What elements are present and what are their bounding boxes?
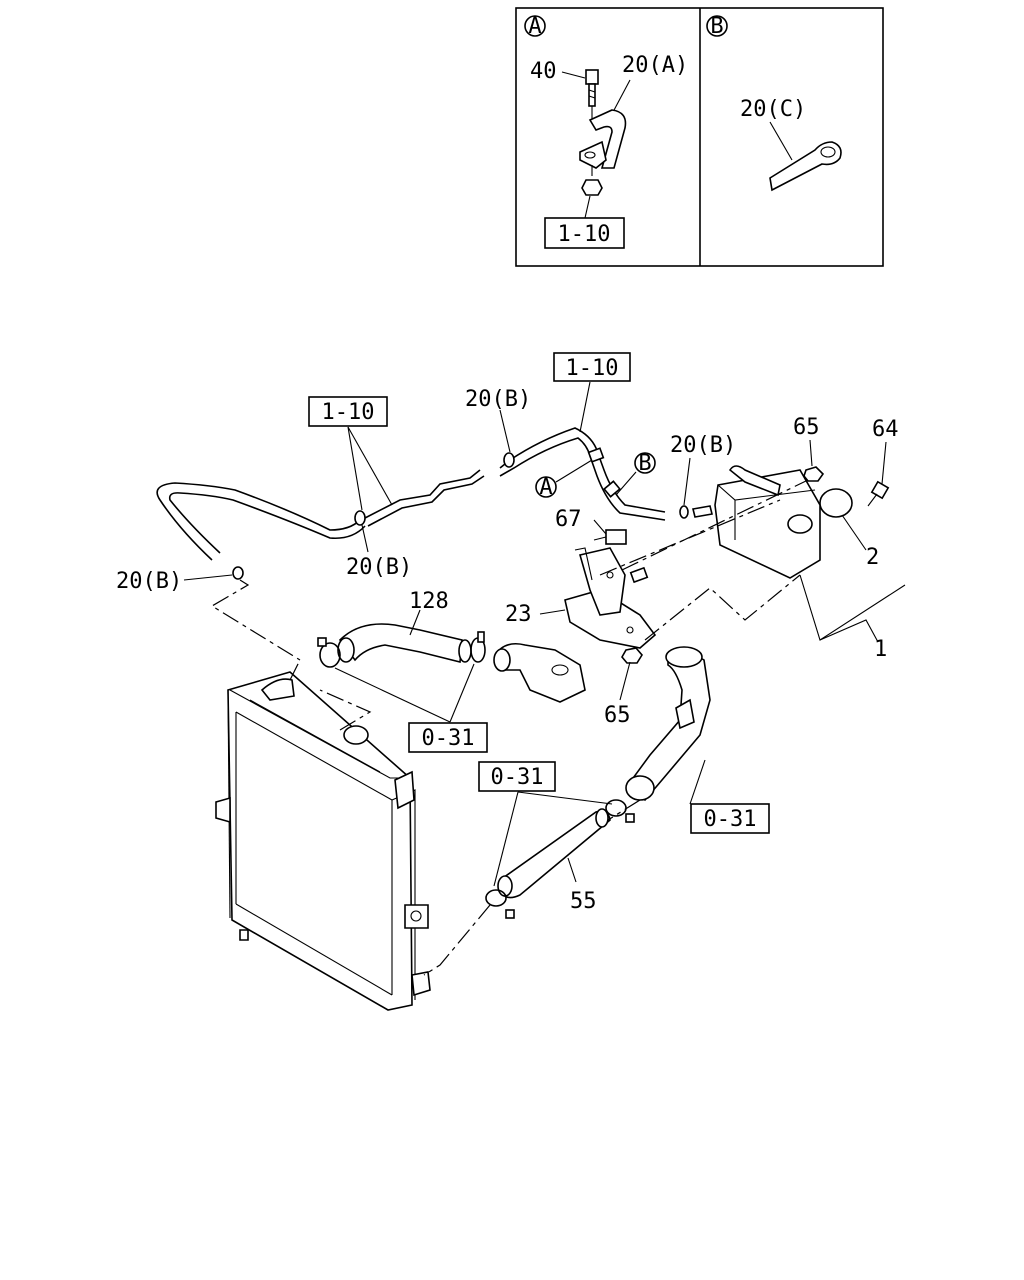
reservoir-cap bbox=[819, 488, 853, 518]
lower-hose-55 bbox=[485, 799, 635, 919]
ref-box-1-10-top bbox=[553, 352, 631, 382]
label-20b-mid: 20(B) bbox=[670, 433, 736, 458]
inset-b-label-20c: 20(C) bbox=[740, 97, 806, 122]
radiator bbox=[215, 671, 431, 1011]
bolt-64 bbox=[867, 480, 890, 507]
nut-icon bbox=[581, 179, 603, 196]
callout-labels: 1-10 1-10 0-31 0-31 0-31 20(B) 20(B) 20(… bbox=[116, 352, 899, 914]
label-20b-left: 20(B) bbox=[116, 569, 182, 594]
label-128: 128 bbox=[409, 589, 449, 614]
thermostat-housing bbox=[493, 642, 586, 703]
ref-1-10-top: 1-10 bbox=[566, 356, 619, 381]
upper-hose-lines bbox=[156, 427, 713, 580]
inset-a-marker: A bbox=[528, 14, 541, 39]
clip-20a bbox=[579, 109, 627, 169]
upper-radiator-hose-128 bbox=[317, 623, 486, 668]
marker-b-circle bbox=[634, 452, 656, 474]
inset-a-label-20a: 20(A) bbox=[622, 53, 688, 78]
inset-b-marker-circle bbox=[706, 15, 728, 37]
label-1: 1 bbox=[874, 637, 887, 662]
inset-a: A 40 20(A) 1-10 bbox=[524, 14, 688, 249]
label-64: 64 bbox=[872, 417, 899, 442]
label-20b-center: 20(B) bbox=[346, 555, 412, 580]
ref-0-31-lower: 0-31 bbox=[491, 765, 544, 790]
bolt-40 bbox=[585, 69, 599, 107]
ref-0-31-center: 0-31 bbox=[422, 726, 475, 751]
bolt-67 bbox=[605, 529, 627, 545]
inset-a-marker-circle bbox=[524, 15, 546, 37]
ref-box-0-31-center bbox=[408, 722, 488, 753]
lower-pipe-right bbox=[625, 646, 711, 802]
bracket-23 bbox=[564, 529, 657, 664]
center-lines bbox=[210, 479, 809, 976]
clip-20c bbox=[769, 141, 842, 192]
inset-a-ref-label: 1-10 bbox=[558, 222, 611, 247]
marker-b: B bbox=[638, 451, 651, 476]
ref-1-10-left: 1-10 bbox=[322, 400, 375, 425]
ref-box-1-10-left bbox=[308, 396, 388, 427]
ref-box-0-31-right bbox=[690, 803, 770, 834]
ref-0-31-right: 0-31 bbox=[704, 807, 757, 832]
label-67: 67 bbox=[555, 507, 582, 532]
reservoir-tank bbox=[714, 465, 890, 579]
label-65-bottom: 65 bbox=[604, 703, 631, 728]
label-55: 55 bbox=[570, 889, 597, 914]
label-2: 2 bbox=[866, 545, 879, 570]
inset-a-ref-box bbox=[544, 217, 625, 249]
nut-65-top bbox=[803, 466, 825, 482]
marker-a: A bbox=[539, 475, 552, 500]
label-65-top: 65 bbox=[793, 415, 820, 440]
leader-lines bbox=[183, 381, 906, 887]
label-20b-top: 20(B) bbox=[465, 387, 531, 412]
inset-b: B 20(C) bbox=[706, 14, 842, 192]
inset-b-marker: B bbox=[710, 14, 723, 39]
label-23: 23 bbox=[505, 602, 532, 627]
ref-box-0-31-lower bbox=[478, 761, 556, 792]
nut-65-bottom bbox=[621, 647, 643, 664]
marker-a-circle bbox=[535, 476, 557, 498]
inset-a-label-40: 40 bbox=[530, 59, 557, 84]
